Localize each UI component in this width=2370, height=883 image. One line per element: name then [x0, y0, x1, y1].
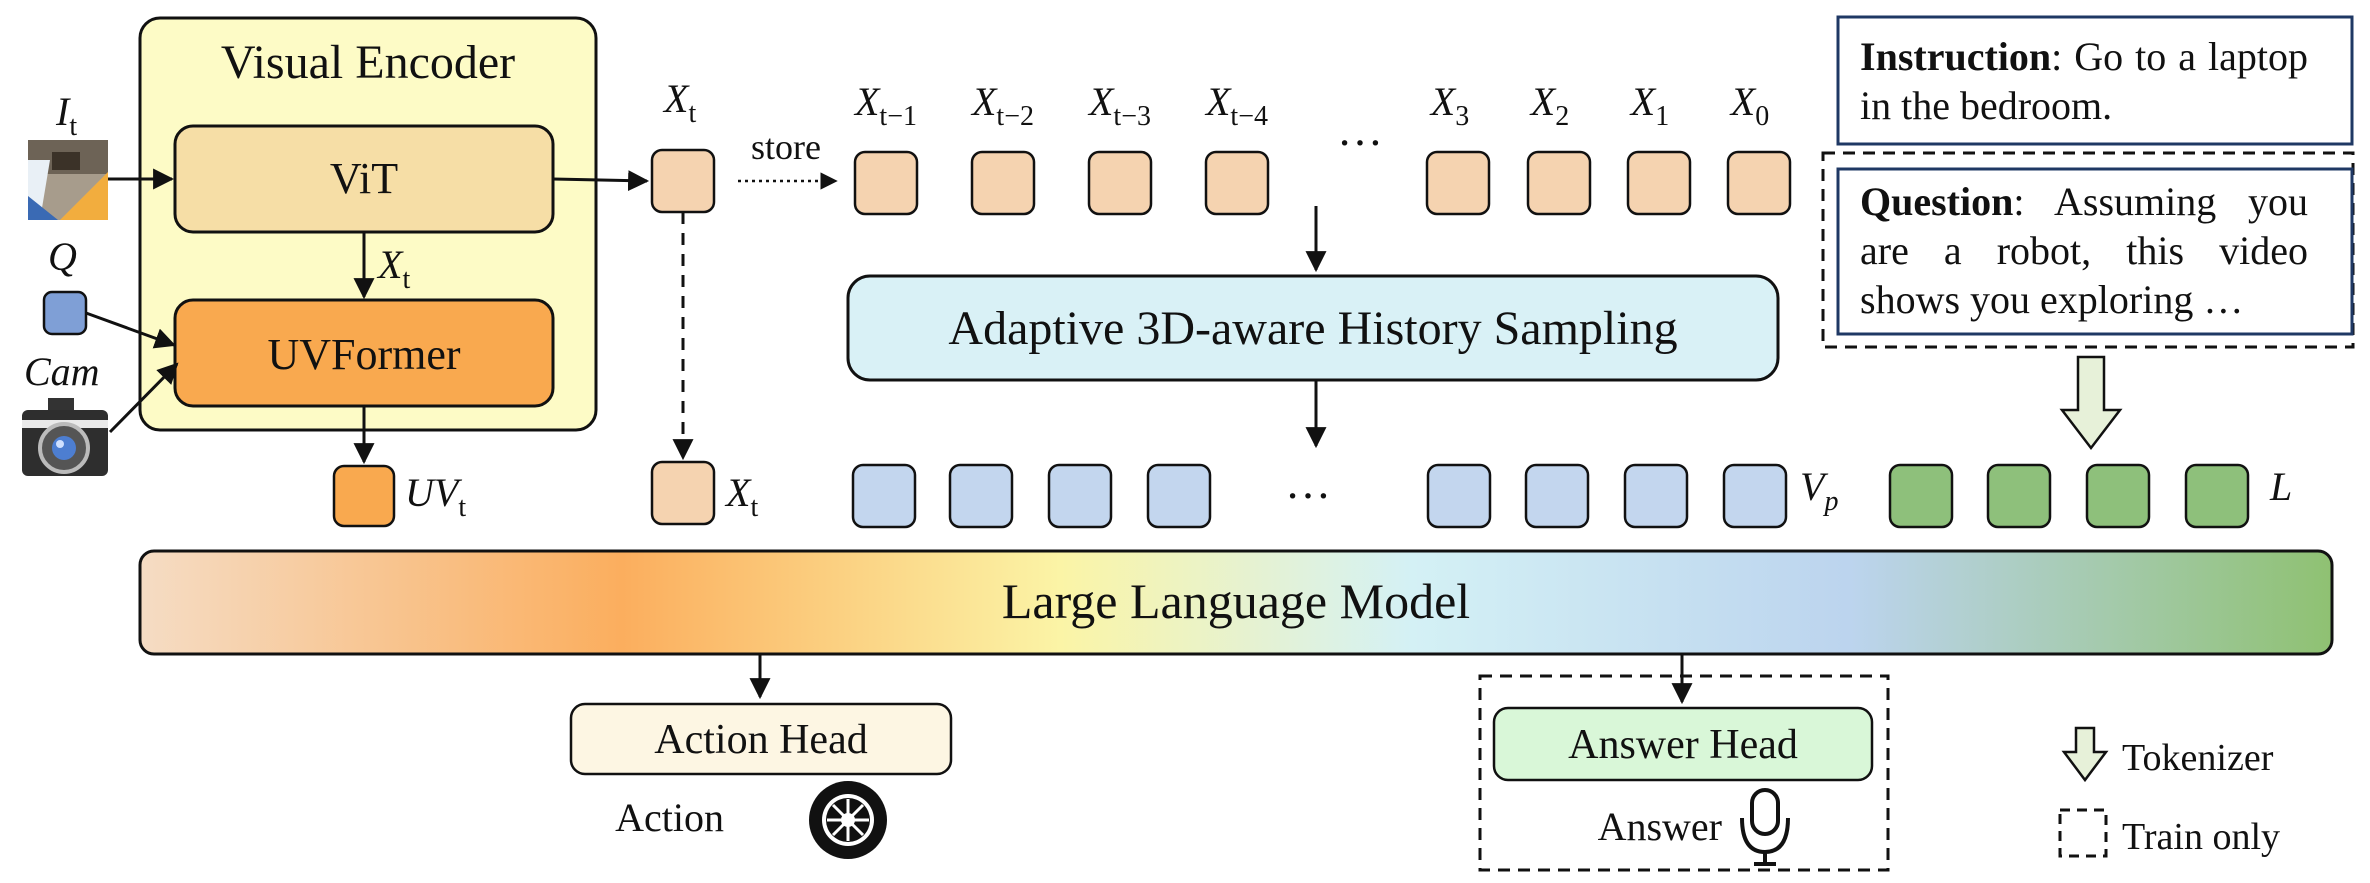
question-text: Question: Assuming you are a robot, this…	[1860, 177, 2308, 324]
action-head-group: Action Head Action	[569, 654, 953, 859]
vit-block: ViT	[173, 124, 555, 234]
bottom-xt-label: Xt	[724, 470, 758, 523]
answer-head-group: Answer Head Answer	[1478, 654, 1890, 872]
action-head-label: Action Head	[654, 717, 867, 763]
wheel-icon	[809, 781, 887, 859]
visual-encoder-title: Visual Encoder	[221, 36, 515, 89]
instruction-box	[1836, 15, 2354, 146]
image-input-label: It	[55, 89, 77, 142]
vision-token	[1623, 463, 1689, 529]
current-token: Xt store Xt	[552, 76, 838, 526]
action-head	[569, 702, 953, 776]
history-token: X0	[1726, 79, 1792, 216]
svg-text:X2: X2	[1529, 79, 1569, 132]
vision-token	[1146, 463, 1212, 529]
history-token: Xt−1	[853, 79, 919, 216]
language-token	[2085, 463, 2151, 529]
input-image: It	[28, 89, 175, 220]
tokenizer-arrow	[2059, 355, 2123, 451]
svg-text:Xt−3: Xt−3	[1087, 79, 1151, 132]
llm-block: Large Language Model	[138, 549, 2334, 656]
input-query: Q	[42, 234, 176, 349]
svg-text:Xt−4: Xt−4	[1204, 79, 1268, 132]
instruction-text: Instruction: Go to a laptop in the bedro…	[1860, 32, 2308, 130]
history-sampling: Adaptive 3D-aware History Sampling	[846, 206, 1780, 449]
vision-token	[1426, 463, 1492, 529]
input-camera: Cam	[22, 349, 179, 476]
query-input-label: Q	[48, 234, 77, 279]
question-heading: Question	[1860, 179, 2014, 224]
vision-token	[1524, 463, 1590, 529]
answer-head	[1492, 706, 1874, 782]
bottom-xt-token	[650, 460, 716, 526]
sampled-ellipsis: …	[1285, 457, 1331, 508]
action-label: Action	[615, 795, 724, 840]
sampled-tokens: … Vp	[851, 457, 1838, 529]
camera-icon	[22, 398, 108, 476]
history-token: Xt−3	[1087, 79, 1153, 216]
room-image-icon	[28, 140, 108, 220]
uv-token	[332, 464, 396, 528]
vit-label: ViT	[330, 154, 398, 203]
history-token: Xt−4	[1204, 79, 1270, 216]
svg-text:Xt−1: Xt−1	[853, 79, 917, 132]
history-token: Xt−2	[970, 79, 1036, 216]
language-tokens: L	[1888, 463, 2292, 529]
answer-label: Answer	[1598, 804, 1722, 849]
svg-text:Xt−2: Xt−2	[970, 79, 1034, 132]
vision-token	[948, 463, 1014, 529]
svg-text:X0: X0	[1729, 79, 1769, 132]
current-xt-token	[650, 148, 716, 214]
vision-token	[1722, 463, 1788, 529]
answer-train-only-box	[1478, 674, 1890, 872]
language-token	[2184, 463, 2250, 529]
legend: Tokenizer Train only	[2058, 726, 2280, 858]
svg-text:X1: X1	[1629, 79, 1669, 132]
question-body: : Assuming you are a robot, this video s…	[1860, 179, 2308, 322]
llm-label: Large Language Model	[1002, 573, 1470, 629]
vision-token	[1047, 463, 1113, 529]
history-token: X2	[1526, 79, 1592, 216]
l-label: L	[2269, 464, 2292, 509]
microphone-icon	[1740, 788, 1790, 866]
instruction-body: : Go to a laptop in the bedroom.	[1860, 34, 2308, 128]
legend-tokenizer-arrow	[2061, 726, 2109, 783]
history-token: X1	[1626, 79, 1692, 216]
uvformer-label: UVFormer	[267, 330, 460, 379]
current-token-label: Xt	[662, 76, 696, 129]
history-ellipsis: …	[1337, 104, 1383, 155]
uv-output: UVt	[332, 406, 466, 528]
visual-encoder: Visual Encoder ViT Xt UVFormer	[138, 16, 598, 432]
camera-input-label: Cam	[24, 349, 100, 394]
store-label: store	[751, 127, 821, 167]
vision-token	[851, 463, 917, 529]
query-token	[42, 290, 88, 336]
language-token	[1888, 463, 1954, 529]
history-tokens: Xt−1 Xt−2 Xt−3 Xt−4 … X3 X2 X1 X0	[853, 79, 1792, 216]
instruction-heading: Instruction	[1860, 34, 2052, 79]
legend-train-only-box	[2058, 808, 2108, 858]
legend-tokenizer-label: Tokenizer	[2122, 737, 2274, 779]
uvformer-block: UVFormer	[173, 298, 555, 408]
question-box	[1836, 167, 2354, 336]
legend-train-only-label: Train only	[2122, 816, 2280, 858]
language-token	[1986, 463, 2052, 529]
uv-token-label: UVt	[405, 470, 466, 523]
vp-label: Vp	[1800, 464, 1838, 517]
encoder-xt-label: Xt	[376, 242, 410, 295]
history-token: X3	[1425, 79, 1491, 216]
answer-head-label: Answer Head	[1568, 722, 1798, 768]
svg-text:X3: X3	[1429, 79, 1469, 132]
sampling-label: Adaptive 3D-aware History Sampling	[948, 302, 1677, 355]
